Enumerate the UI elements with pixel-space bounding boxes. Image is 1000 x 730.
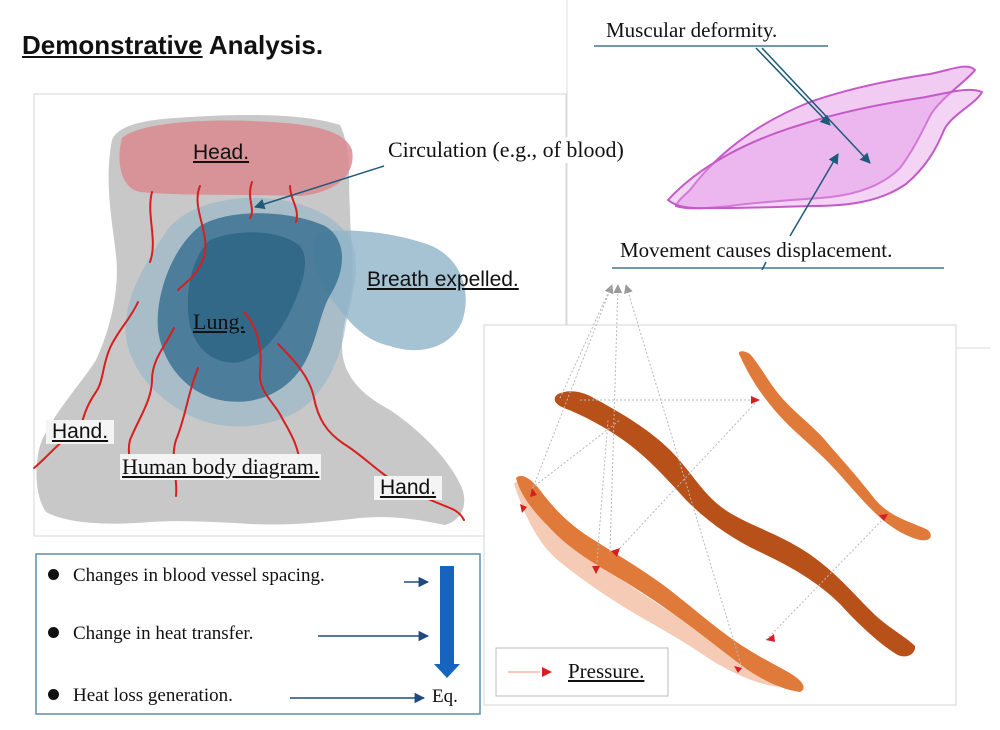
deformity-arrow	[761, 47, 871, 164]
legend-item-heat-transfer: Change in heat transfer.	[48, 623, 253, 645]
vessel	[149, 191, 154, 263]
displacement-arrow	[789, 153, 839, 237]
vessel	[277, 343, 465, 521]
pressure-link	[559, 284, 613, 399]
pressure-arrowhead	[879, 514, 888, 521]
legend-box	[35, 553, 481, 715]
pressure-legend-arrow	[542, 667, 552, 677]
displacement-tail	[761, 261, 767, 271]
label-pressure: Pressure.	[568, 659, 645, 683]
legend-item-heat-loss: Heat loss generation.	[48, 685, 233, 707]
strand-dark	[554, 391, 916, 657]
label-lung: Lung.	[193, 309, 245, 334]
label-hand-right: Hand.	[374, 476, 443, 500]
label-breath-expelled: Breath expelled.	[367, 268, 519, 291]
pressure-link	[765, 513, 889, 641]
label-diagram-caption: Human body diagram.	[120, 454, 322, 480]
pressure-link	[609, 284, 623, 553]
muscle-diagram	[594, 45, 984, 271]
muscle-shape-front	[666, 88, 984, 210]
pressure-link	[531, 284, 614, 491]
pressure-arrowhead	[766, 634, 775, 642]
bullet-icon	[48, 689, 59, 701]
pressure-link	[619, 399, 759, 549]
big-down-arrow-shaft	[440, 566, 454, 666]
legend-item-label: Heat loss generation.	[73, 685, 233, 706]
head-shape	[119, 120, 353, 196]
vessel	[249, 181, 253, 219]
pressure-link	[595, 419, 609, 575]
label-head: Head.	[193, 141, 250, 164]
lung-core	[187, 232, 306, 363]
legend-item-label: Changes in blood vessel spacing.	[73, 565, 325, 586]
pressure-link	[624, 284, 743, 669]
page-title-rest: Analysis.	[202, 30, 324, 60]
label-hand-left: Hand.	[46, 420, 115, 444]
label-movement-displacement: Movement causes displacement.	[620, 238, 893, 262]
vessel	[243, 311, 301, 469]
label-muscular-deformity: Muscular deformity.	[606, 18, 778, 42]
vessel	[289, 185, 298, 223]
deformity-arrow	[755, 47, 831, 126]
human-body-diagram	[33, 114, 466, 525]
vessel	[79, 301, 139, 433]
bullet-icon	[48, 627, 59, 639]
pressure-arrowhead	[530, 488, 537, 497]
vessel	[177, 185, 207, 291]
page-title: Demonstrative Analysis.	[22, 30, 323, 61]
pressure-arrowhead	[734, 666, 742, 673]
circulation-arrow	[253, 165, 385, 210]
pressure-arrowheads	[520, 396, 888, 673]
pressure-arrowhead	[751, 396, 760, 404]
legend-result-eq: Eq.	[432, 686, 458, 707]
pressure-link	[531, 419, 621, 489]
page-title-underlined: Demonstrative	[22, 30, 203, 60]
pressure-arrowhead	[592, 566, 600, 574]
strand-right	[738, 351, 931, 541]
strand-mid	[516, 475, 804, 692]
bullet-icon	[48, 569, 59, 581]
label-circulation: Circulation (e.g., of blood)	[386, 137, 626, 163]
pressure-links	[531, 284, 889, 669]
strand-diagram	[495, 284, 931, 697]
pressure-arrowhead	[611, 548, 620, 557]
big-down-arrow-head	[434, 664, 460, 678]
pressure-arrowhead	[520, 504, 527, 513]
legend-panel	[35, 553, 481, 715]
legend-item-label: Change in heat transfer.	[73, 623, 254, 644]
legend-item-vessel-spacing: Changes in blood vessel spacing.	[48, 565, 325, 587]
body-panel-frame	[33, 93, 567, 537]
